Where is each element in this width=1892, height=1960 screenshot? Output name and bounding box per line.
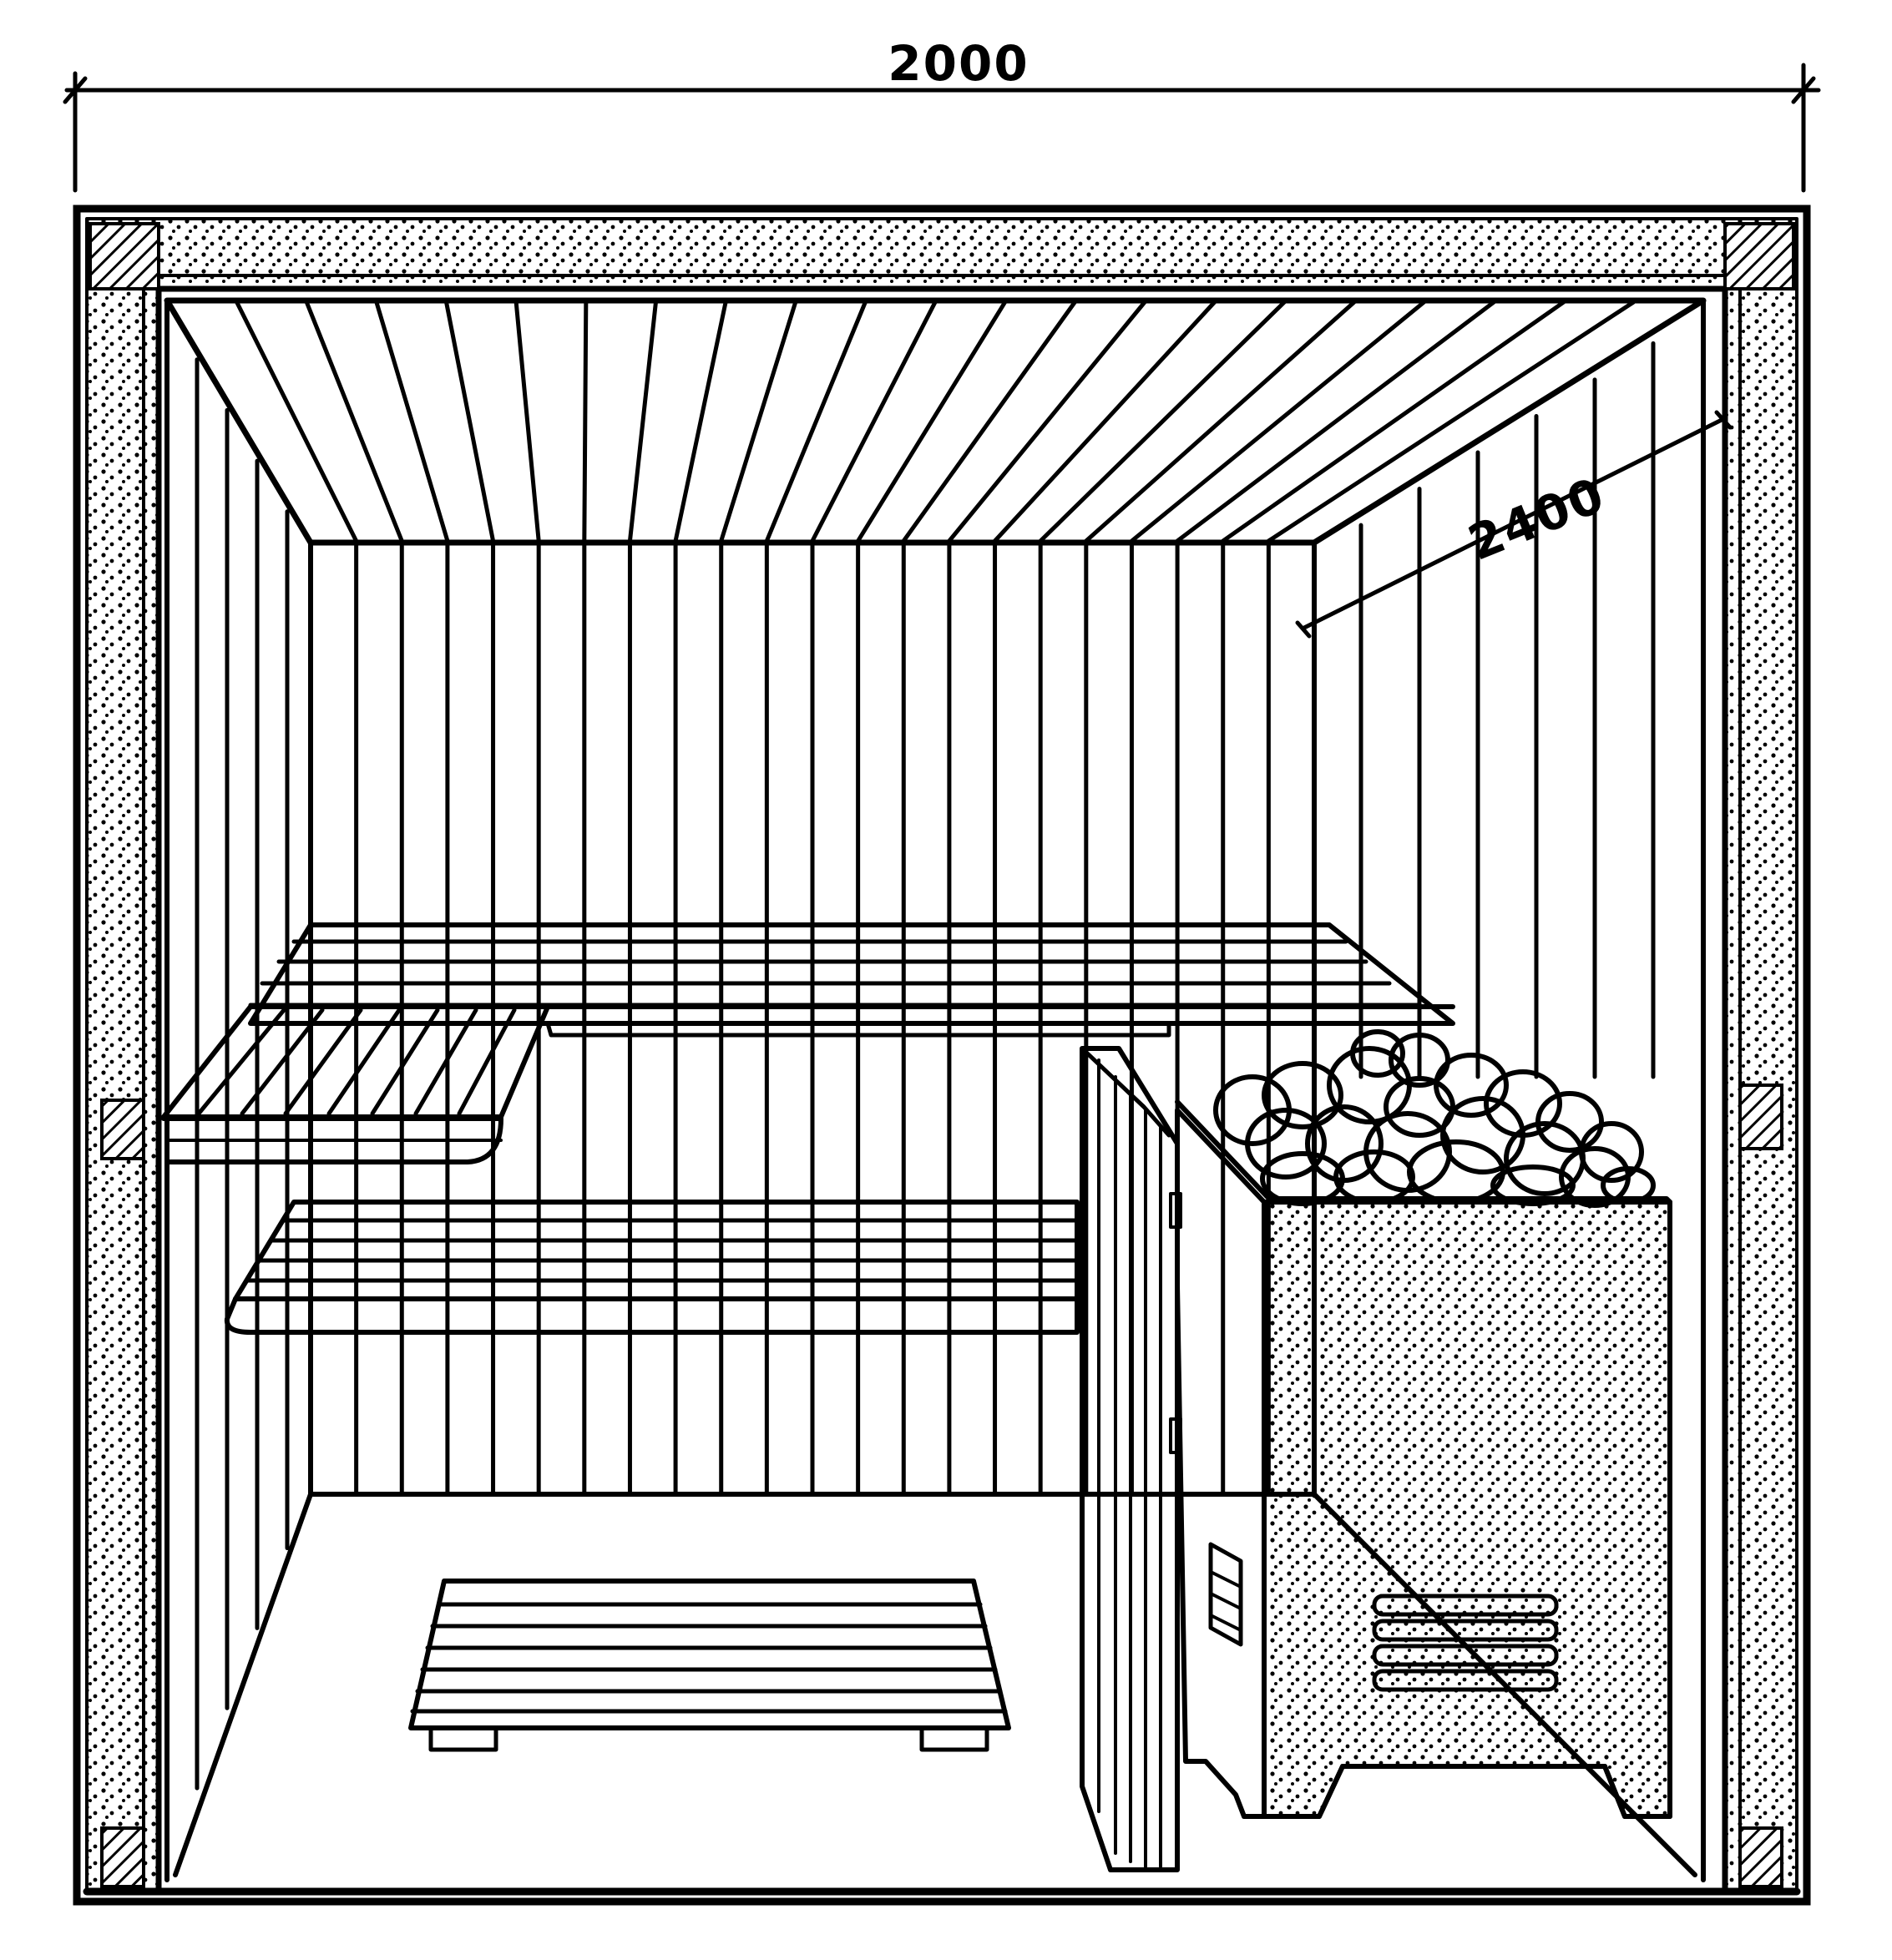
stone bbox=[1245, 1108, 1327, 1180]
stone bbox=[1559, 1146, 1631, 1208]
board-line bbox=[1038, 300, 1287, 543]
width-label: 2000 bbox=[888, 35, 1029, 92]
side-vent bbox=[1208, 1542, 1243, 1647]
board-line bbox=[582, 300, 589, 543]
corner-post bbox=[1738, 1826, 1783, 1888]
board-line bbox=[947, 300, 1147, 543]
corner-post bbox=[100, 1826, 145, 1888]
board-line bbox=[235, 300, 359, 543]
board-line bbox=[627, 300, 658, 543]
corner-post bbox=[1738, 1084, 1783, 1150]
lower-bench bbox=[224, 1200, 1080, 1335]
board-line bbox=[1221, 300, 1566, 543]
board-line bbox=[1175, 300, 1496, 543]
board-line bbox=[810, 300, 938, 543]
board-line bbox=[856, 300, 1008, 543]
board-line bbox=[374, 300, 450, 543]
stone bbox=[1440, 1096, 1525, 1174]
corner-post bbox=[1723, 222, 1795, 290]
width-dimension: 2000 bbox=[63, 35, 1821, 193]
board-line bbox=[513, 300, 541, 543]
stone bbox=[1601, 1166, 1656, 1205]
ceiling-boards bbox=[235, 300, 1636, 543]
board-line bbox=[1129, 300, 1426, 543]
stone bbox=[1384, 1076, 1455, 1138]
partition bbox=[1080, 1046, 1182, 1872]
floor-grate bbox=[408, 1579, 1011, 1752]
board-line bbox=[370, 1008, 440, 1116]
board-line bbox=[673, 300, 728, 543]
corner-post bbox=[89, 222, 160, 290]
stone bbox=[1333, 1149, 1415, 1205]
board-line bbox=[1084, 300, 1357, 543]
board-line bbox=[764, 300, 868, 543]
stone bbox=[1350, 1029, 1405, 1078]
board-line bbox=[993, 300, 1217, 543]
board-line bbox=[413, 1008, 478, 1116]
stone bbox=[1434, 1053, 1509, 1118]
board-line bbox=[283, 1008, 363, 1116]
board-line bbox=[304, 300, 404, 543]
stone bbox=[1262, 1061, 1343, 1129]
board-line bbox=[457, 1008, 517, 1116]
board-line bbox=[196, 1008, 286, 1116]
board-line bbox=[240, 1008, 325, 1116]
stone bbox=[1260, 1151, 1345, 1206]
upper-bench bbox=[161, 922, 1455, 1164]
board-line bbox=[1266, 300, 1636, 543]
stove-stones bbox=[1213, 1029, 1656, 1208]
board-line bbox=[901, 300, 1077, 543]
corner-post bbox=[100, 1099, 145, 1160]
front-vent bbox=[1372, 1594, 1559, 1692]
board-line bbox=[326, 1008, 402, 1116]
stone bbox=[1504, 1121, 1586, 1196]
stone bbox=[1389, 1033, 1450, 1088]
board-line bbox=[719, 300, 798, 543]
stone bbox=[1490, 1164, 1576, 1206]
board-line bbox=[444, 300, 496, 543]
